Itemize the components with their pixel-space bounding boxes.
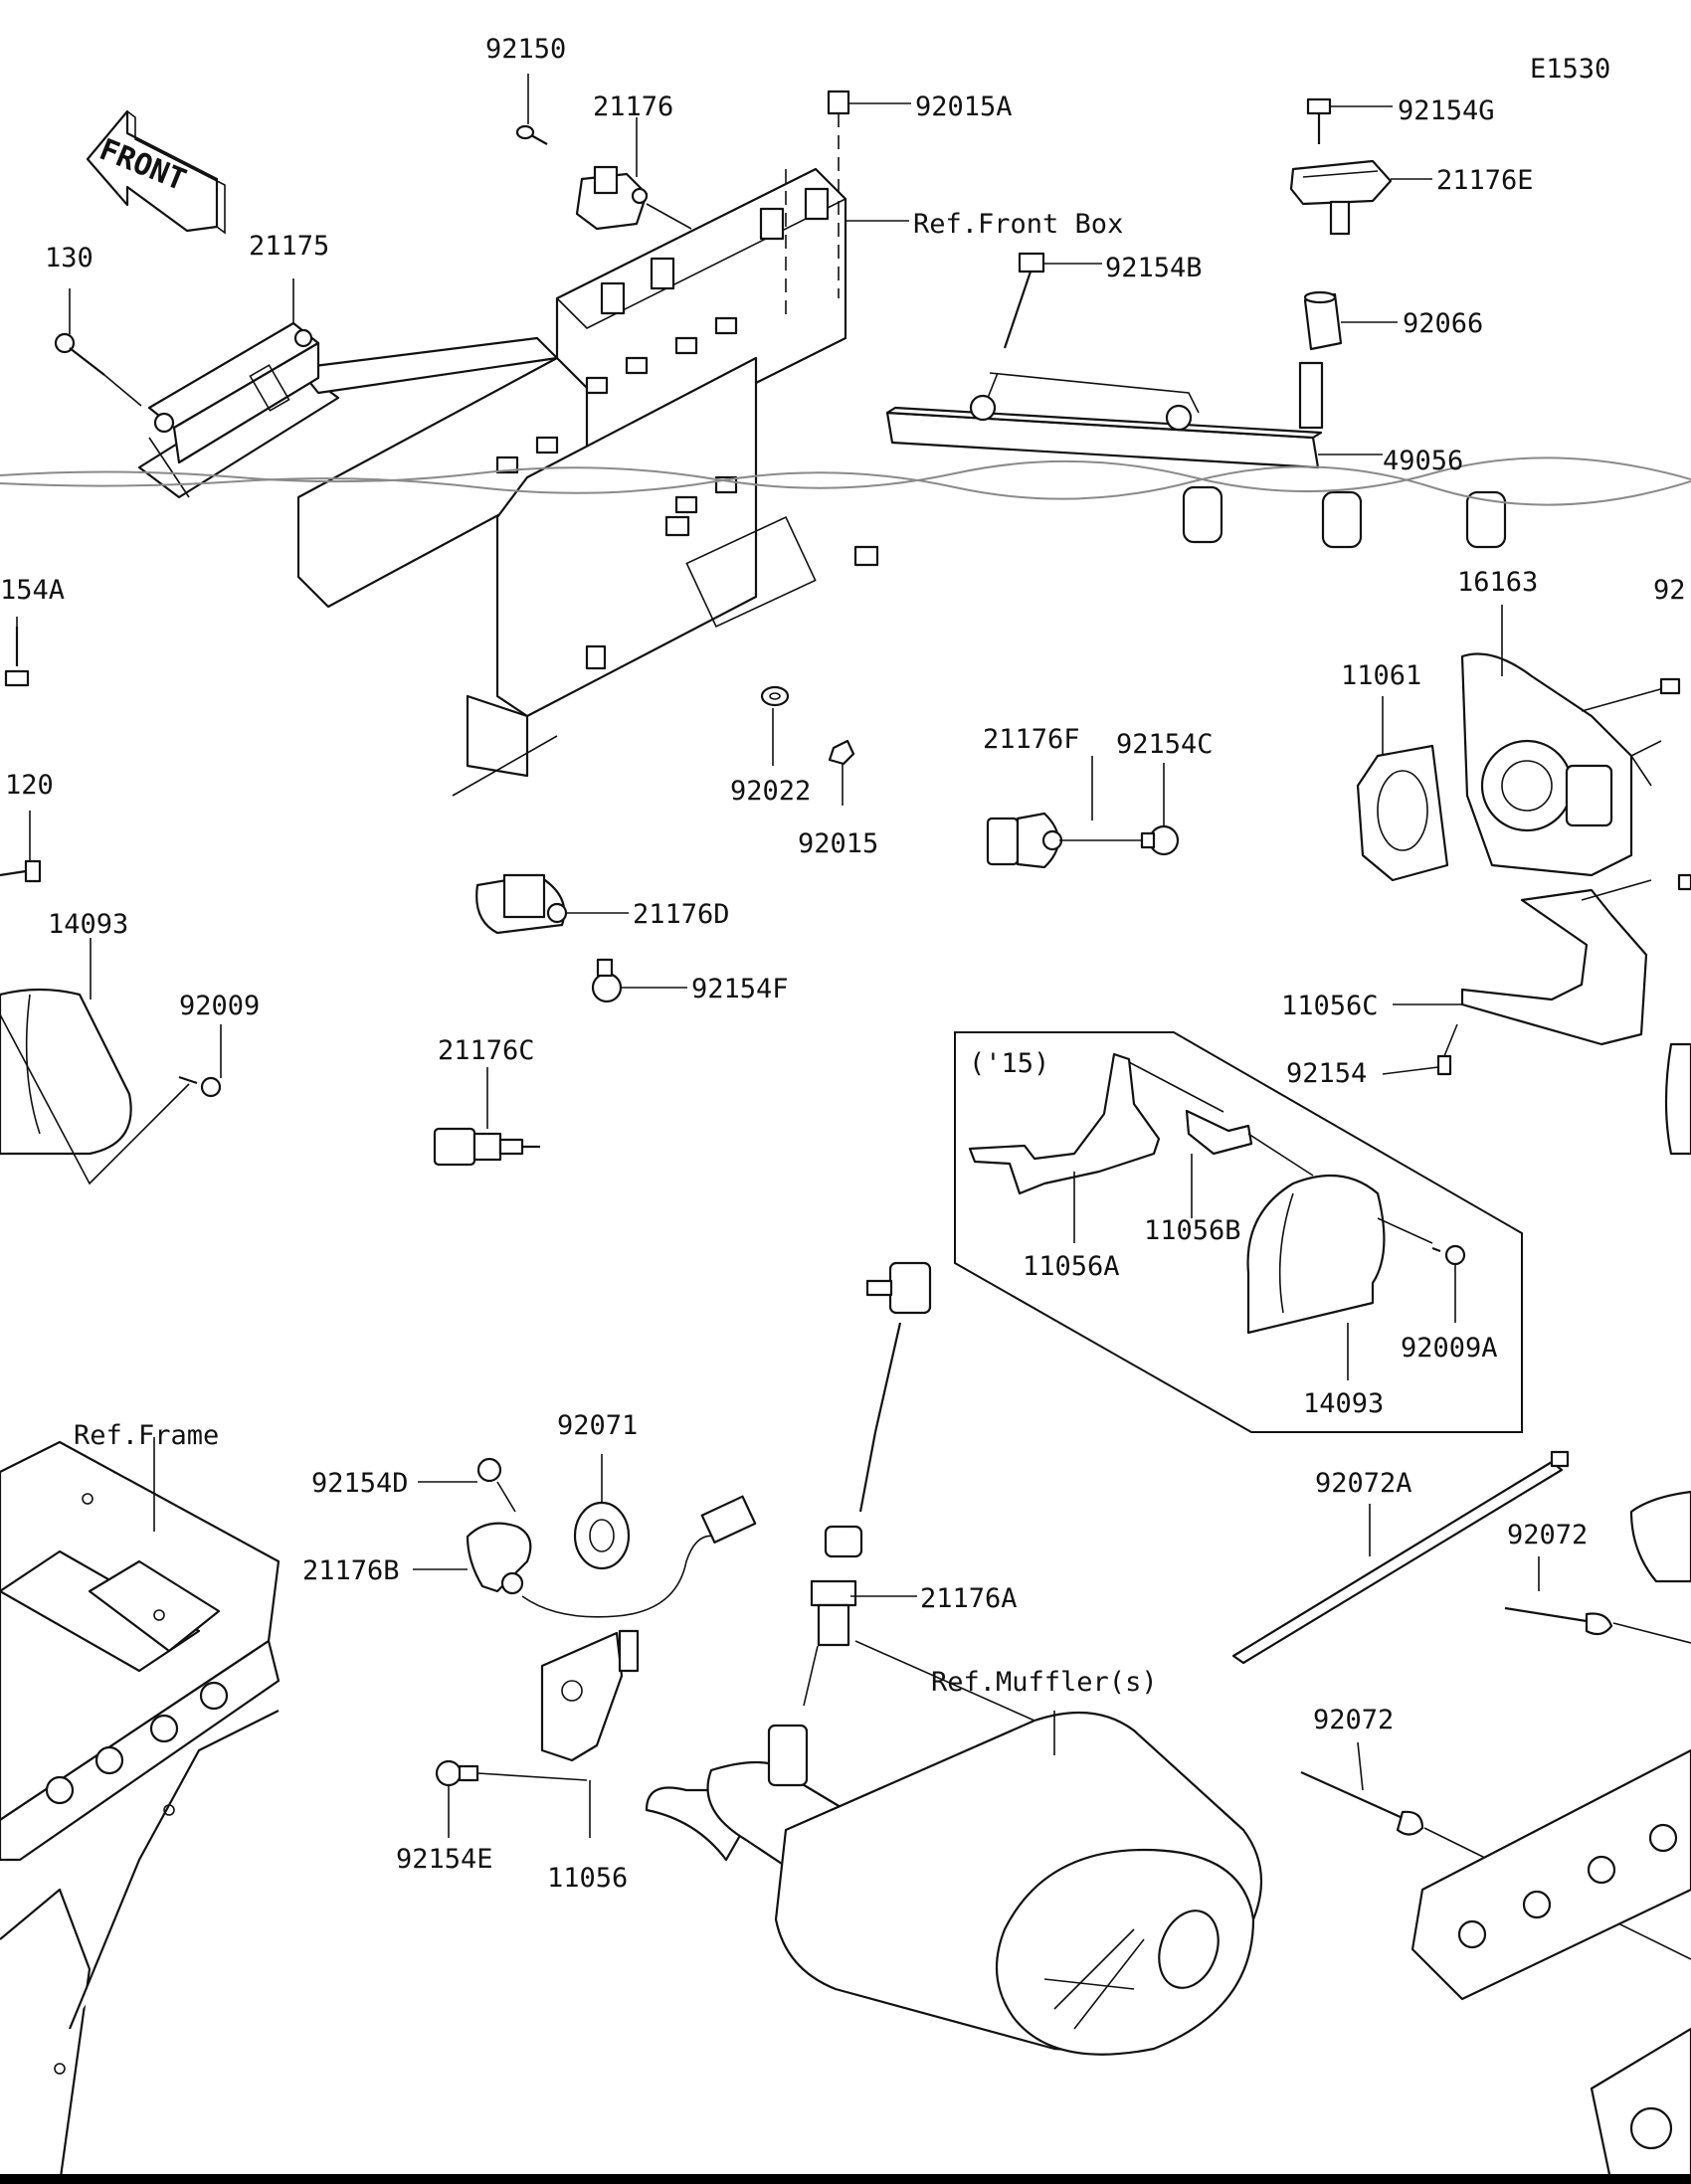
label-49056: 49056	[1383, 446, 1463, 476]
label-120: 120	[5, 770, 54, 801]
bolt-92154-part	[1436, 1023, 1458, 1076]
label-92150: 92150	[485, 34, 566, 65]
map-sensor-21176-part	[575, 165, 649, 231]
sensor-21176D-part	[475, 873, 568, 935]
ref-frame-right	[1410, 1490, 1691, 2184]
label-92015: 92015	[798, 828, 878, 859]
label-21176A: 21176A	[920, 1583, 1018, 1614]
cover-14093-left-part	[0, 988, 190, 1185]
tie-92072-upper-part	[1504, 1606, 1691, 1644]
label-92-edge: 92	[1653, 575, 1686, 606]
label-92154F: 92154F	[691, 974, 789, 1004]
bracket-11056-part	[540, 1629, 640, 1762]
label-ref-muffler: Ref.Muffler(s)	[931, 1667, 1158, 1698]
tie-92072A-part	[1231, 1450, 1570, 1665]
front-box-part	[296, 167, 879, 797]
label-92009: 92009	[179, 991, 260, 1021]
label-92154E: 92154E	[396, 1844, 493, 1875]
label-21176D: 21176D	[633, 899, 730, 930]
label-92154G: 92154G	[1398, 95, 1495, 126]
right-edge-partials	[1659, 677, 1691, 1156]
label-21176F: 21176F	[983, 724, 1080, 755]
label-21176: 21176	[593, 91, 673, 122]
screw-92009A-part	[1431, 1244, 1466, 1266]
label-92009A: 92009A	[1401, 1333, 1498, 1364]
label-11056: 11056	[547, 1863, 628, 1894]
label-ref-front-box: Ref.Front Box	[913, 209, 1123, 240]
label-11056A: 11056A	[1023, 1251, 1120, 1282]
sensor-21176E-part	[1289, 159, 1393, 236]
bracket-11056B-part	[1185, 1109, 1314, 1177]
label-92154B: 92154B	[1105, 253, 1203, 283]
leader-lines	[16, 74, 1540, 1838]
bolt-92154G-part	[1306, 97, 1332, 144]
fuel-rail-49056-part	[885, 361, 1324, 469]
bolt-120-part	[0, 859, 42, 883]
label-14093-right: 14093	[1303, 1388, 1384, 1419]
label-14093-left: 14093	[48, 909, 128, 940]
bolt-92154D-part	[476, 1457, 516, 1513]
bracket-11056A-part	[968, 1052, 1224, 1195]
sensor-21176F-part	[986, 812, 1141, 869]
gasket-11061-part	[1356, 744, 1449, 882]
label-year-15: ('15)	[969, 1048, 1049, 1079]
clip-92015A-part	[785, 90, 850, 318]
ecu-21175-part	[147, 321, 320, 464]
injectors-part	[1182, 485, 1507, 549]
label-11056B: 11056B	[1144, 1215, 1241, 1246]
label-92072-upper: 92072	[1507, 1520, 1588, 1550]
bottom-bar	[0, 2174, 1691, 2184]
bolt-130-part	[54, 332, 142, 407]
label-16163: 16163	[1457, 567, 1538, 598]
bracket-11056C-part	[1460, 879, 1652, 1046]
label-ref-frame: Ref.Frame	[74, 1420, 219, 1451]
bolt-92154E-part	[435, 1759, 588, 1787]
washer-92022-part	[760, 685, 790, 707]
label-92072-lower: 92072	[1313, 1705, 1394, 1735]
muffler-part	[645, 1711, 1263, 2056]
label-21176C: 21176C	[438, 1035, 535, 1066]
label-21176B: 21176B	[302, 1555, 400, 1586]
ref-frame-lower-left	[0, 1440, 281, 2184]
label-92154C: 92154C	[1116, 729, 1214, 760]
year-15-group	[954, 1031, 1523, 1433]
cap-92066-part	[1303, 290, 1343, 351]
label-92066: 92066	[1403, 308, 1483, 339]
diagram-code: E1530	[1530, 54, 1610, 85]
throttle-body-16163-part	[1460, 652, 1672, 877]
label-92154: 92154	[1286, 1058, 1367, 1089]
label-92022: 92022	[730, 776, 811, 807]
bolt-92154B-part	[979, 252, 1045, 419]
label-92071: 92071	[557, 1410, 638, 1441]
front-box-slots	[495, 187, 879, 670]
bolt-92154F-part	[591, 958, 623, 1003]
label-130: 130	[45, 243, 94, 273]
label-11061: 11061	[1341, 660, 1421, 691]
grommet-92071-part	[573, 1501, 631, 1570]
label-92154D: 92154D	[311, 1468, 409, 1499]
label-154A: 154A	[0, 575, 65, 606]
o2-sensor-21176A-part	[803, 1261, 932, 1707]
nut-92015-part	[828, 739, 855, 766]
sensor-21176B-part	[466, 1495, 757, 1618]
label-21175: 21175	[249, 231, 329, 262]
screw-92150-part	[515, 124, 548, 145]
screw-92009-part	[178, 1075, 222, 1098]
label-92015A: 92015A	[915, 91, 1013, 122]
front-arrow-icon: FRONT	[86, 109, 226, 235]
label-92072A: 92072A	[1315, 1468, 1412, 1499]
bolt-92154C-part	[1140, 824, 1180, 856]
tear-line	[0, 456, 1691, 506]
cover-14093-right-part	[1246, 1174, 1433, 1335]
temp-sensor-21176C-part	[433, 1127, 540, 1167]
label-11056C: 11056C	[1281, 991, 1379, 1021]
label-21176E: 21176E	[1436, 165, 1534, 196]
